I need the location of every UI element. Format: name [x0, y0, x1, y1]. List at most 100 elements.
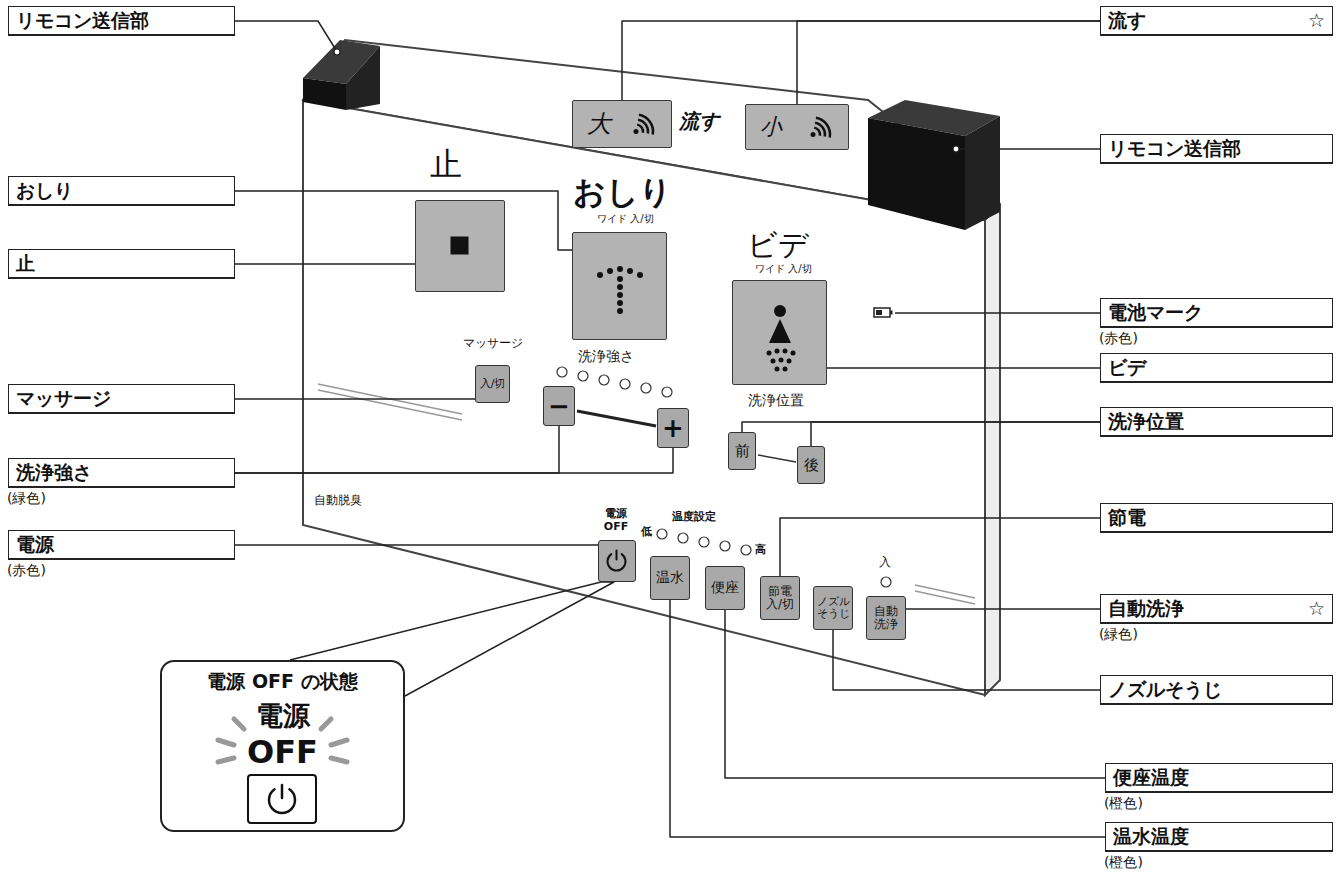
- power-symbol: [616, 551, 618, 560]
- spray-dot: [617, 276, 623, 282]
- callout-label: 洗浄強さ: [16, 459, 92, 486]
- panel-front-face: [303, 100, 985, 695]
- front-button: 前: [728, 432, 756, 470]
- callout-box: 便座温度(橙色): [1105, 763, 1333, 793]
- spray-dot: [617, 284, 623, 290]
- callout-box: リモコン送信部: [1100, 134, 1333, 164]
- flush-wave: [639, 115, 653, 135]
- massage-button: マッサージ入/切: [475, 365, 510, 403]
- panel-groove: [915, 585, 975, 598]
- leader-line: [235, 263, 415, 265]
- callout-label: 洗浄位置: [1108, 408, 1184, 435]
- callout-label: 電源: [16, 531, 54, 558]
- callout-box: おしり: [8, 176, 235, 206]
- flash-ray: [218, 758, 234, 762]
- flush-dot: [634, 129, 639, 134]
- button-label: 自動 洗浄: [867, 597, 905, 639]
- panel-label: 洗浄位置: [748, 392, 804, 408]
- spray-dot: [767, 351, 772, 356]
- callout-label: 電池マーク: [1108, 299, 1203, 326]
- flush-button: 小: [745, 104, 849, 150]
- callout-box: 電源(赤色): [8, 530, 235, 560]
- leader-line: [827, 367, 1100, 369]
- leader-line: [742, 422, 1100, 432]
- spray-dot: [771, 359, 776, 364]
- spray-dot: [783, 349, 788, 354]
- transmitter-block: [868, 118, 965, 230]
- leader-line: [811, 422, 1100, 446]
- led: [699, 537, 709, 547]
- leader-line: [235, 191, 572, 250]
- inset-title: 電源 OFF の状態: [162, 670, 403, 692]
- leader-line: [235, 398, 475, 400]
- flush-button: 大: [572, 100, 672, 148]
- button-heading: 電源 OFF: [601, 507, 631, 533]
- panel-groove: [915, 591, 975, 604]
- button-icon: [416, 201, 506, 293]
- oshiri-button: おしりワイド 入/切: [572, 232, 667, 340]
- callout-label: 流す: [1108, 7, 1146, 34]
- panel-label: 低: [641, 526, 652, 539]
- led: [678, 533, 688, 543]
- flash-ray: [218, 740, 234, 745]
- color-note: (橙色): [1104, 853, 1143, 871]
- panel-side-face: [985, 205, 1000, 695]
- button-subheading: ワイド 入/切: [755, 263, 812, 275]
- flush-wave: [815, 123, 825, 137]
- leader-line: [780, 518, 1100, 576]
- callout-label: マッサージ: [16, 385, 111, 412]
- spray-dot: [627, 268, 633, 274]
- flush-dot: [811, 132, 816, 137]
- plus-button: +: [657, 408, 689, 448]
- leader-line: [958, 148, 1100, 150]
- callout-box: リモコン送信部: [8, 6, 235, 36]
- callout-box: 自動洗浄☆(緑色): [1100, 594, 1333, 624]
- button-label: 節電 入/切: [761, 577, 799, 619]
- callout-label: ノズルそうじ: [1108, 676, 1222, 703]
- stop-button: 止: [415, 200, 505, 292]
- stop-square: [451, 237, 469, 255]
- callout-label: 自動洗浄: [1108, 595, 1184, 622]
- position-bar: [758, 455, 796, 462]
- button-label: 大: [587, 109, 611, 139]
- power-save-button: 節電 入/切: [760, 576, 800, 620]
- callout-box: 洗浄強さ(緑色): [8, 458, 235, 488]
- back-button: 後: [797, 446, 825, 484]
- leader-line: [235, 21, 336, 50]
- minus-button: −: [543, 386, 575, 426]
- flash-ray: [321, 719, 331, 729]
- leader-line: [235, 426, 559, 473]
- button-subheading: ワイド 入/切: [597, 213, 654, 225]
- flash-ray: [331, 740, 347, 745]
- bidet-button: ビデワイド 入/切: [732, 280, 827, 385]
- transmitter-block: [346, 46, 380, 110]
- power-symbol: [608, 554, 626, 570]
- button-label: −: [544, 387, 574, 425]
- seat-temp-button: 便座: [705, 566, 745, 610]
- color-note: (赤色): [7, 561, 46, 579]
- button-icon: [733, 281, 828, 386]
- panel-label: 流す: [679, 110, 719, 133]
- spray-dot: [783, 367, 788, 372]
- spray-dot: [787, 359, 792, 364]
- panel-groove: [318, 390, 462, 420]
- panel-label: 高: [755, 544, 766, 557]
- flash-ray: [331, 758, 347, 762]
- callout-box: 電池マーク(赤色): [1100, 298, 1333, 328]
- led: [741, 545, 751, 555]
- spray-dot: [775, 349, 780, 354]
- callout-label: リモコン送信部: [16, 7, 149, 34]
- figure-body: [769, 319, 791, 343]
- led: [641, 383, 651, 393]
- callout-box: ノズルそうじ: [1100, 675, 1333, 705]
- led: [657, 529, 667, 539]
- button-icon: [573, 233, 668, 341]
- callout-label: 止: [16, 250, 35, 277]
- star-mark: ☆: [1308, 595, 1325, 622]
- spray-dot: [617, 308, 623, 314]
- button-label: 小: [760, 112, 782, 142]
- star-mark: ☆: [1308, 7, 1325, 34]
- callout-label: 節電: [1108, 504, 1146, 531]
- button-label: 便座: [706, 567, 744, 609]
- leader-line: [797, 21, 1100, 104]
